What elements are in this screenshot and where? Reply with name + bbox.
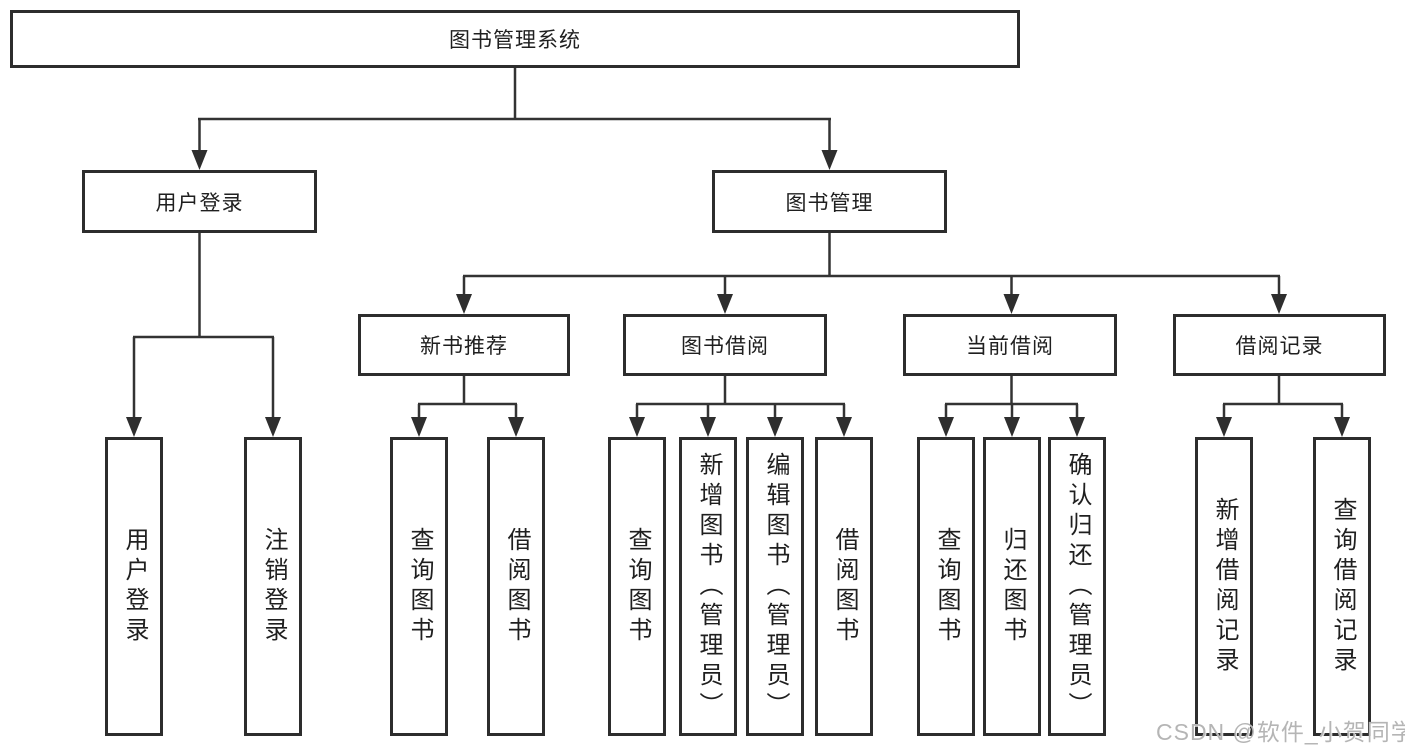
connector-current-borrowing-children	[938, 376, 1085, 437]
node-book-management-label: 图书管理	[785, 191, 874, 215]
connector-root-to-level2	[191, 68, 838, 170]
node-user-login: 用户登录	[82, 170, 317, 233]
node-query-books-borrowing-label: 查询图书	[624, 526, 651, 647]
node-book-management: 图书管理	[712, 170, 947, 233]
connector-new-book-recommend-children	[411, 376, 524, 437]
node-return-books-label: 归还图书	[999, 526, 1026, 647]
node-borrow-books-recommend: 借阅图书	[487, 437, 545, 736]
node-query-borrow-record: 查询借阅记录	[1313, 437, 1371, 736]
node-return-books: 归还图书	[983, 437, 1041, 736]
node-query-books-recommend: 查询图书	[390, 437, 448, 736]
node-add-books-admin: 新增图书（管理员）	[679, 437, 737, 736]
node-new-book-recommend-label: 新书推荐	[420, 335, 508, 358]
node-user-login-action: 用户登录	[105, 437, 163, 736]
node-query-books-recommend-label: 查询图书	[406, 526, 433, 647]
node-edit-books-admin-label: 编辑图书（管理员）	[762, 451, 789, 722]
node-query-books-current-label: 查询图书	[933, 526, 960, 647]
connector-borrowing-records-children	[1216, 376, 1350, 437]
node-query-borrow-record-label: 查询借阅记录	[1329, 496, 1356, 677]
node-add-borrow-record-label: 新增借阅记录	[1211, 496, 1238, 677]
connector-book-borrowing-children	[629, 376, 852, 437]
node-borrowing-records-label: 借阅记录	[1235, 335, 1324, 358]
node-borrow-books-borrowing-label: 借阅图书	[831, 526, 858, 647]
node-current-borrowing-label: 当前借阅	[966, 335, 1054, 358]
node-add-borrow-record: 新增借阅记录	[1195, 437, 1253, 736]
node-logout-label: 注销登录	[260, 526, 287, 647]
node-book-borrowing: 图书借阅	[623, 314, 827, 376]
node-logout: 注销登录	[244, 437, 302, 736]
node-new-book-recommend: 新书推荐	[358, 314, 570, 376]
node-confirm-return-admin-label: 确认归还（管理员）	[1064, 451, 1091, 722]
node-query-books-borrowing: 查询图书	[608, 437, 666, 736]
node-user-login-action-label: 用户登录	[121, 526, 148, 647]
node-borrow-books-borrowing: 借阅图书	[815, 437, 873, 736]
node-current-borrowing: 当前借阅	[903, 314, 1117, 376]
node-library-system-label: 图书管理系统	[449, 29, 581, 52]
connector-user-login-children	[126, 233, 281, 437]
node-add-books-admin-label: 新增图书（管理员）	[695, 451, 722, 722]
node-book-borrowing-label: 图书借阅	[681, 335, 769, 358]
connector-book-management-children	[456, 233, 1287, 314]
node-edit-books-admin: 编辑图书（管理员）	[746, 437, 804, 736]
node-borrowing-records: 借阅记录	[1173, 314, 1386, 376]
csdn-watermark: CSDN @软件_小贺同学	[1156, 719, 1405, 745]
node-user-login-label: 用户登录	[155, 191, 244, 215]
node-library-system: 图书管理系统	[10, 10, 1020, 68]
node-confirm-return-admin: 确认归还（管理员）	[1048, 437, 1106, 736]
node-query-books-current: 查询图书	[917, 437, 975, 736]
node-borrow-books-recommend-label: 借阅图书	[503, 526, 530, 647]
